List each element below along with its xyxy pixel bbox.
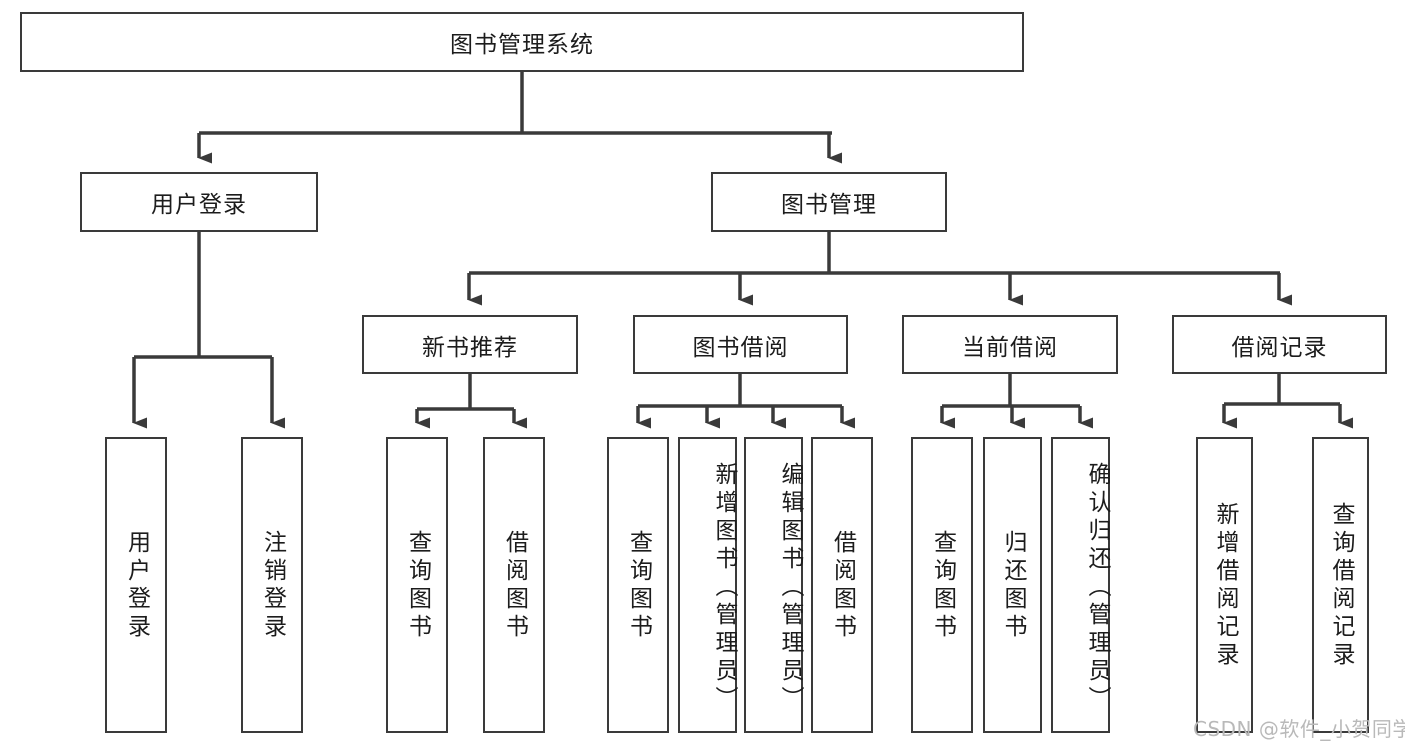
node-leaf-query-record-label: 查询借阅记录 [1328, 502, 1354, 670]
node-borrow-record[interactable]: 借阅记录 [1172, 315, 1387, 374]
node-leaf-query-book-cur[interactable]: 查询图书 [911, 437, 973, 733]
node-root[interactable]: 图书管理系统 [20, 12, 1024, 72]
node-new-book-rec-label: 新书推荐 [422, 334, 518, 361]
node-book-manage-label: 图书管理 [781, 192, 877, 218]
node-leaf-add-book-label: 新增图书（管理员） [711, 462, 737, 714]
node-leaf-confirm-return[interactable]: 确认归还（管理员） [1051, 437, 1110, 733]
csdn-watermark: CSDN @软件_小贺同学 [1193, 717, 1405, 741]
node-current-borrow-label: 当前借阅 [962, 334, 1058, 361]
node-book-borrow[interactable]: 图书借阅 [633, 315, 848, 374]
node-leaf-user-login-label: 用户登录 [123, 530, 150, 642]
node-leaf-query-book-cur-label: 查询图书 [929, 530, 956, 642]
node-leaf-borrow-book-rec-label: 借阅图书 [501, 530, 528, 642]
node-leaf-borrow-book[interactable]: 借阅图书 [811, 437, 873, 733]
node-leaf-edit-book[interactable]: 编辑图书（管理员） [744, 437, 803, 733]
node-user-login-label: 用户登录 [151, 192, 247, 218]
node-current-borrow[interactable]: 当前借阅 [902, 315, 1118, 374]
node-book-borrow-label: 图书借阅 [692, 334, 789, 361]
node-leaf-add-book[interactable]: 新增图书（管理员） [678, 437, 737, 733]
node-user-login[interactable]: 用户登录 [80, 172, 318, 232]
node-leaf-query-record[interactable]: 查询借阅记录 [1312, 437, 1369, 733]
node-new-book-rec[interactable]: 新书推荐 [362, 315, 578, 374]
node-leaf-logout-label: 注销登录 [259, 530, 286, 642]
node-leaf-user-login[interactable]: 用户登录 [105, 437, 167, 733]
node-leaf-edit-book-label: 编辑图书（管理员） [777, 462, 803, 714]
node-leaf-borrow-book-label: 借阅图书 [829, 530, 856, 642]
node-leaf-add-record-label: 新增借阅记录 [1212, 502, 1238, 670]
node-leaf-query-book-rec-label: 查询图书 [404, 530, 431, 642]
node-root-label: 图书管理系统 [450, 32, 594, 58]
node-leaf-add-record[interactable]: 新增借阅记录 [1196, 437, 1253, 733]
node-leaf-query-book-borrow[interactable]: 查询图书 [607, 437, 669, 733]
node-leaf-confirm-return-label: 确认归还（管理员） [1084, 462, 1110, 714]
node-leaf-query-book-rec[interactable]: 查询图书 [386, 437, 448, 733]
node-book-manage[interactable]: 图书管理 [711, 172, 947, 232]
node-leaf-return-book-label: 归还图书 [1000, 530, 1026, 642]
node-leaf-borrow-book-rec[interactable]: 借阅图书 [483, 437, 545, 733]
node-leaf-query-book-borrow-label: 查询图书 [625, 530, 652, 642]
node-leaf-logout[interactable]: 注销登录 [241, 437, 303, 733]
node-borrow-record-label: 借阅记录 [1231, 334, 1328, 361]
node-leaf-return-book[interactable]: 归还图书 [983, 437, 1042, 733]
